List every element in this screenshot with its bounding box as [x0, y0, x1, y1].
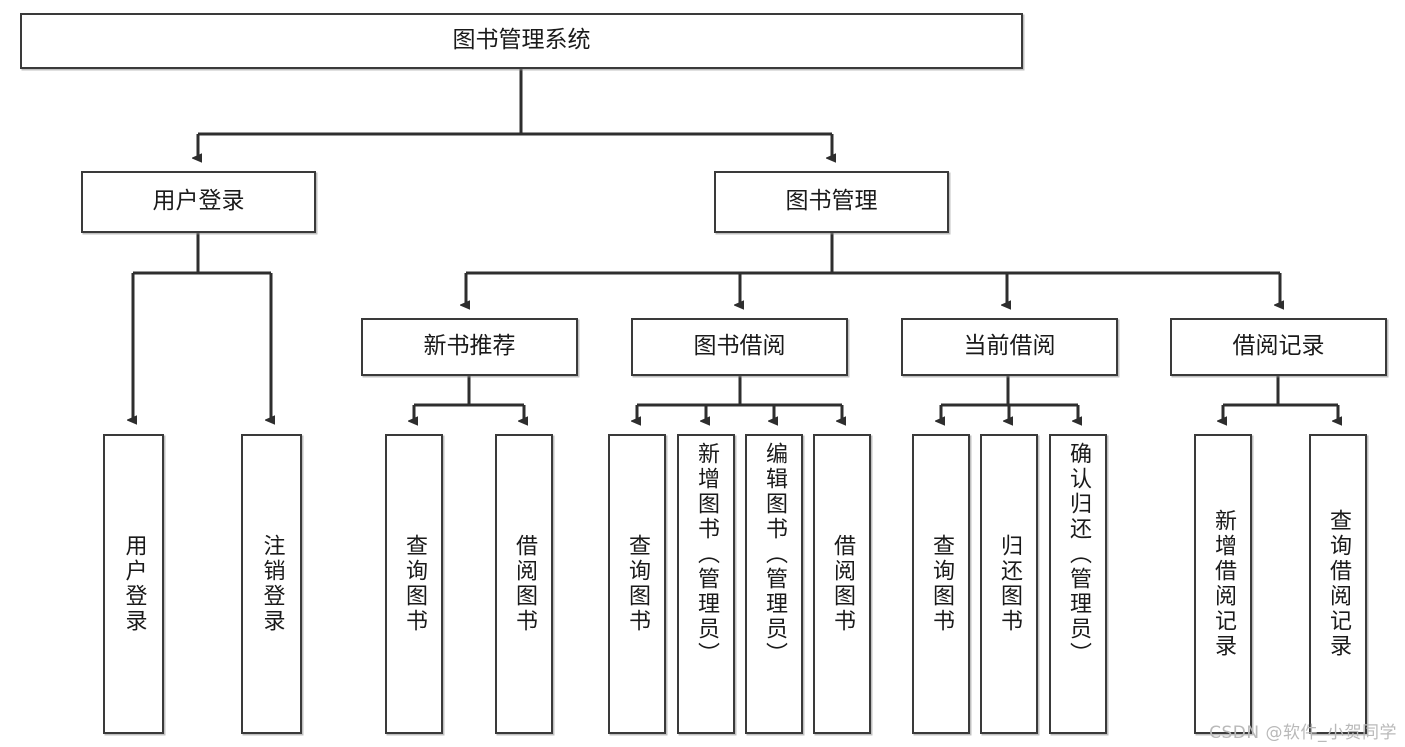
leaf-user-login-label: 用户登录	[121, 534, 147, 634]
watermark: CSDN @软件_小贺同学	[1209, 723, 1397, 743]
leaf-edit-book[interactable]: 编辑图书（管理员）	[745, 434, 803, 734]
leaf-query-book-2-label: 查询图书	[625, 534, 650, 634]
leaf-borrow-book-2[interactable]: 借阅图书	[813, 434, 871, 734]
leaf-return-book[interactable]: 归还图书	[980, 434, 1038, 734]
node-root[interactable]: 图书管理系统	[20, 13, 1023, 69]
leaf-query-record[interactable]: 查询借阅记录	[1309, 434, 1367, 734]
node-borrow-record-label: 借阅记录	[1232, 333, 1325, 360]
leaf-logout-login-label: 注销登录	[259, 534, 285, 634]
leaf-confirm-return-label: 确认归还（管理员）	[1066, 442, 1091, 667]
node-user-login[interactable]: 用户登录	[81, 171, 316, 233]
node-borrow-record[interactable]: 借阅记录	[1170, 318, 1387, 376]
leaf-return-book-label: 归还图书	[997, 534, 1022, 634]
leaf-query-book-1[interactable]: 查询图书	[385, 434, 443, 734]
node-current-borrow-label: 当前借阅	[963, 333, 1056, 360]
leaf-edit-book-label: 编辑图书（管理员）	[762, 442, 787, 667]
leaf-add-record-label: 新增借阅记录	[1211, 509, 1236, 659]
leaf-query-book-3-label: 查询图书	[929, 534, 954, 634]
leaf-borrow-book-1[interactable]: 借阅图书	[495, 434, 553, 734]
leaf-query-book-2[interactable]: 查询图书	[608, 434, 666, 734]
leaf-query-record-label: 查询借阅记录	[1326, 509, 1351, 659]
leaf-add-book-label: 新增图书（管理员）	[694, 442, 719, 667]
leaf-add-book[interactable]: 新增图书（管理员）	[677, 434, 735, 734]
node-book-manage[interactable]: 图书管理	[714, 171, 949, 233]
node-user-login-label: 用户登录	[152, 188, 245, 215]
node-new-book-recommend-label: 新书推荐	[423, 333, 516, 360]
leaf-confirm-return[interactable]: 确认归还（管理员）	[1049, 434, 1107, 734]
node-book-borrow[interactable]: 图书借阅	[631, 318, 848, 376]
node-current-borrow[interactable]: 当前借阅	[901, 318, 1118, 376]
node-book-manage-label: 图书管理	[785, 188, 878, 215]
node-root-label: 图书管理系统	[452, 27, 591, 54]
leaf-borrow-book-2-label: 借阅图书	[830, 534, 855, 634]
node-new-book-recommend[interactable]: 新书推荐	[361, 318, 578, 376]
leaf-add-record[interactable]: 新增借阅记录	[1194, 434, 1252, 734]
node-book-borrow-label: 图书借阅	[693, 333, 786, 360]
leaf-query-book-3[interactable]: 查询图书	[912, 434, 970, 734]
leaf-logout-login[interactable]: 注销登录	[241, 434, 302, 734]
leaf-query-book-1-label: 查询图书	[402, 534, 427, 634]
leaf-borrow-book-1-label: 借阅图书	[512, 534, 537, 634]
leaf-user-login[interactable]: 用户登录	[103, 434, 164, 734]
